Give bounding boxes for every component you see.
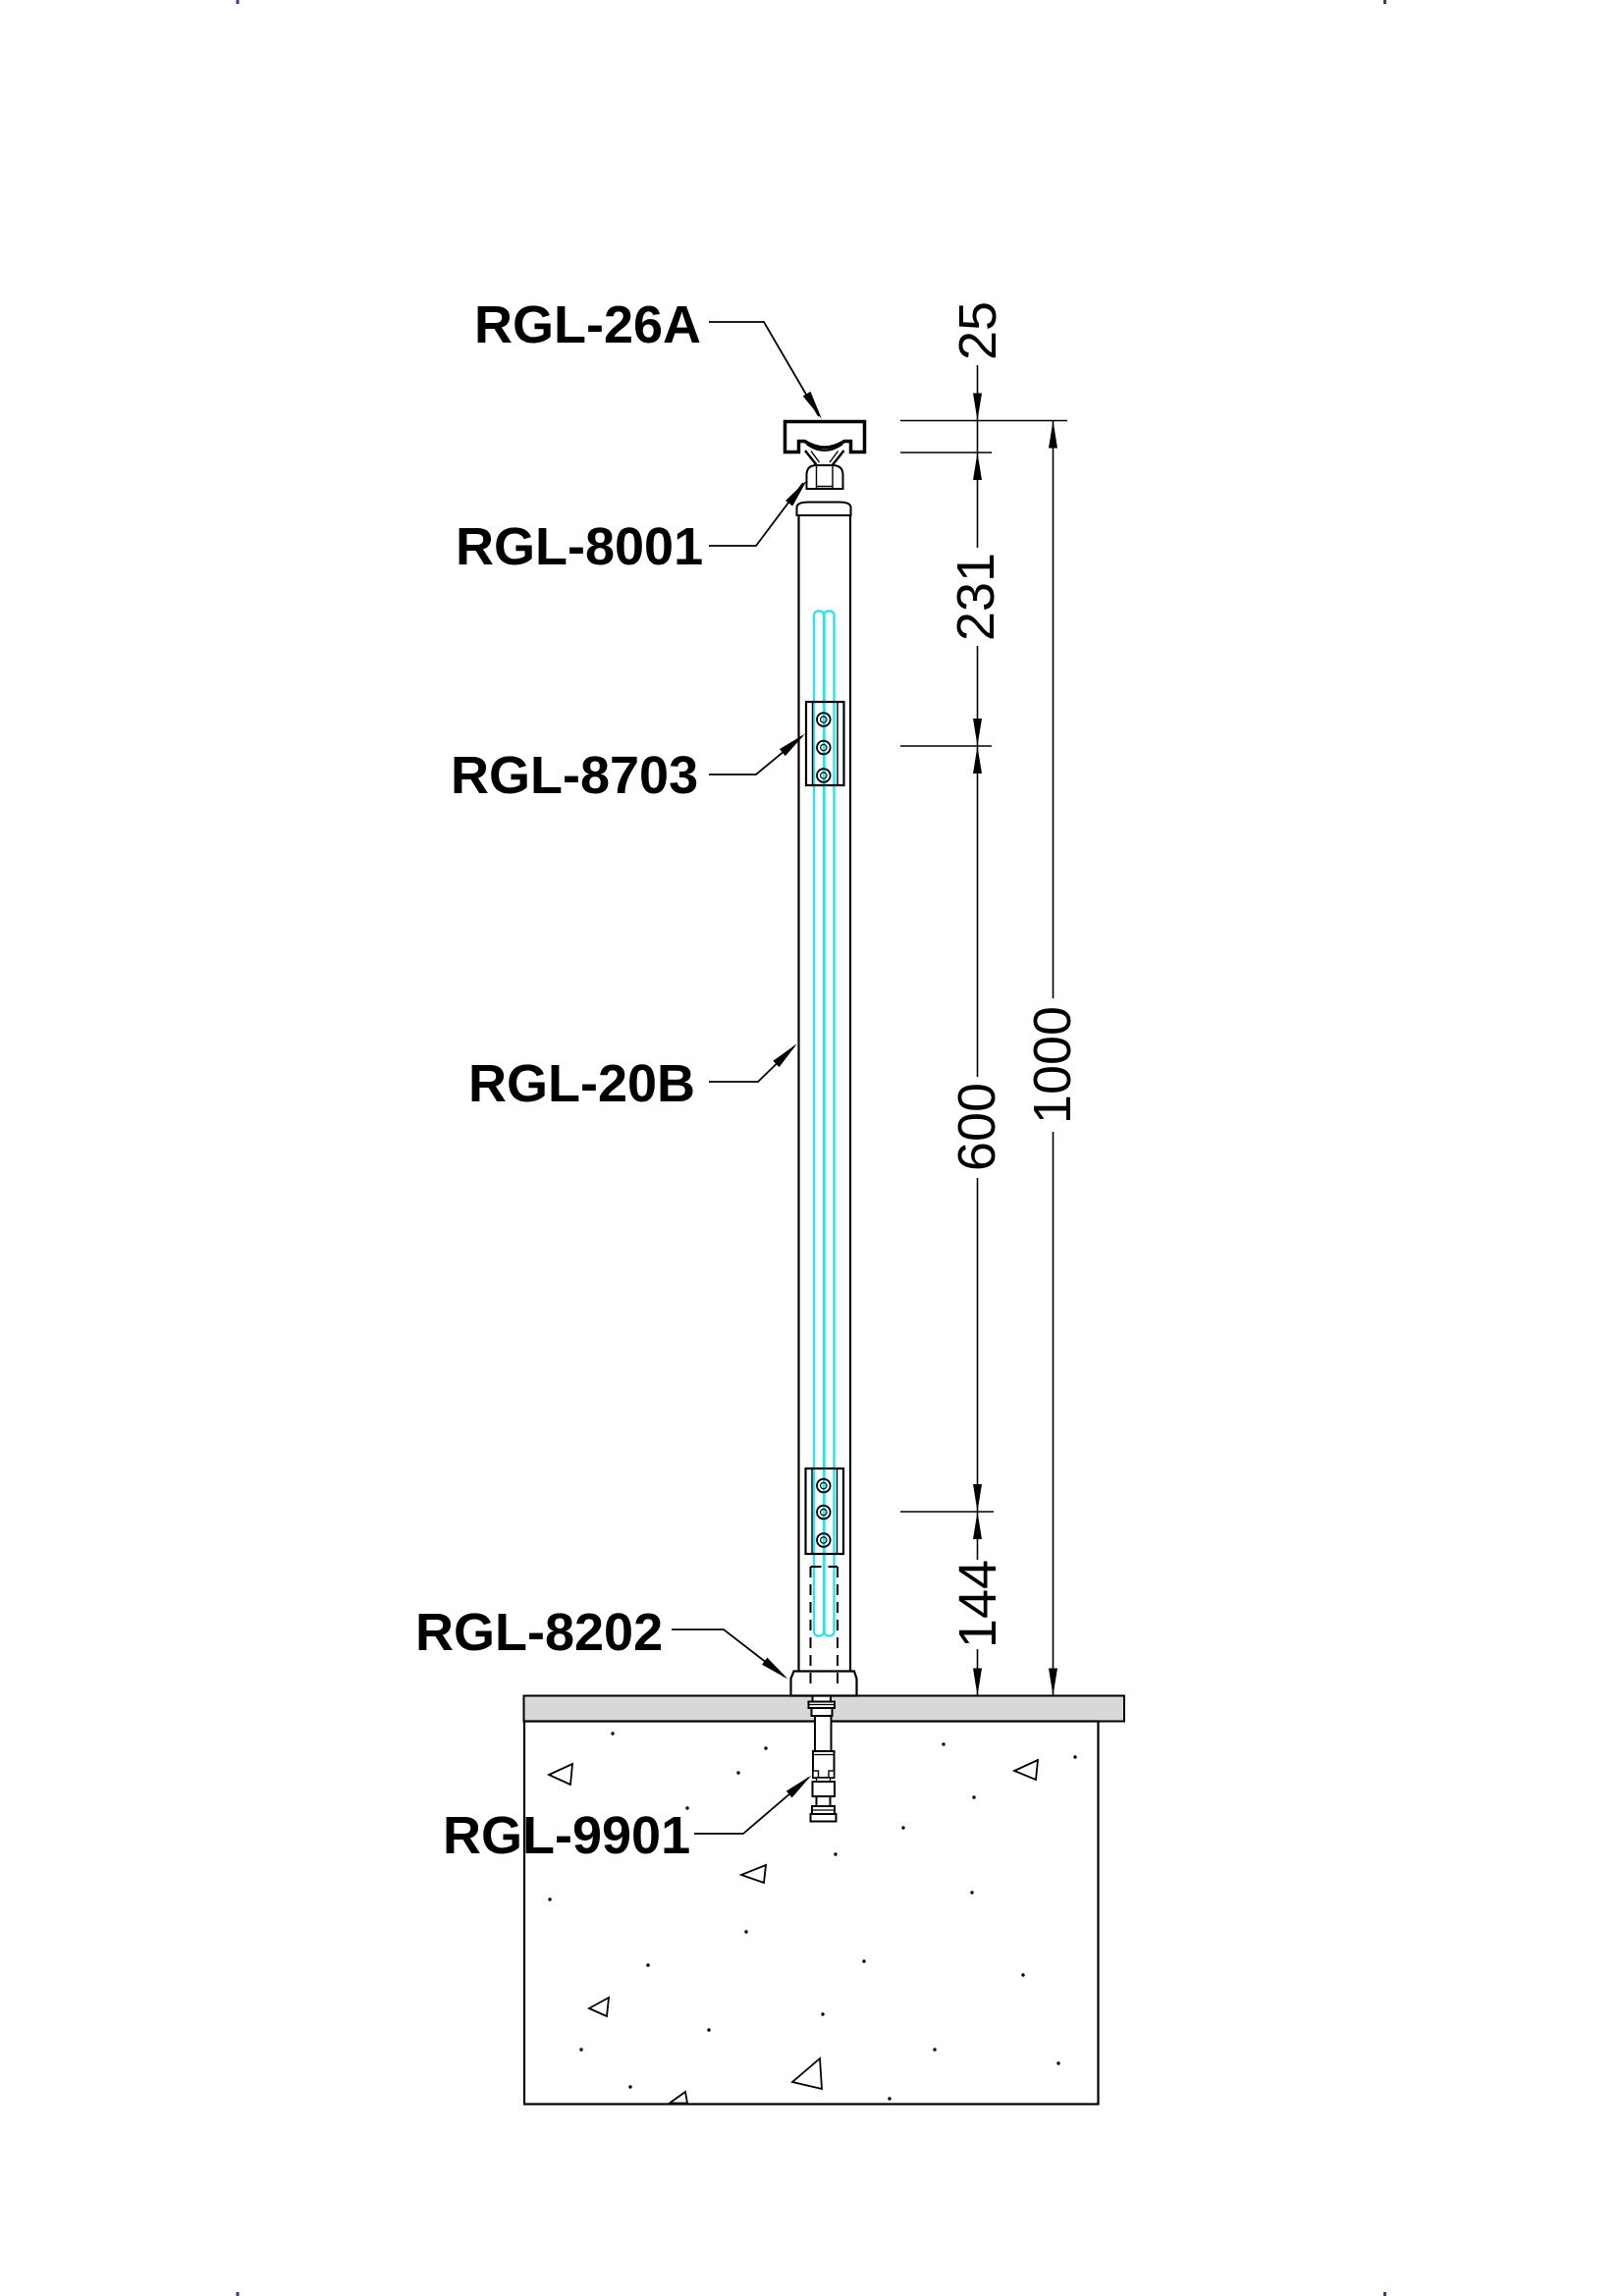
glass-clamp-upper (804, 700, 845, 787)
glass-panel (812, 610, 836, 1637)
label-glass-panel: RGL-20B (468, 1054, 696, 1113)
glass-clamp-lower (804, 1467, 845, 1556)
leader-clamp (709, 735, 803, 775)
clamp-screws-upper (816, 712, 832, 783)
label-saddle-adapter: RGL-8001 (456, 517, 704, 576)
leader-adapter (709, 482, 804, 547)
hidden-insert-dashed (809, 1566, 839, 1690)
label-base-cover: RGL-8202 (415, 1603, 664, 1662)
dim-clamp-spacing: 600 (947, 1082, 1006, 1172)
registration-marks (236, 0, 1386, 2296)
dim-saddle-height: 25 (948, 300, 1007, 361)
leader-base-cover (672, 1629, 785, 1678)
concrete-block (522, 1720, 1100, 2106)
base-cover (789, 1670, 858, 1697)
dimension-arrowheads (973, 393, 1057, 1696)
anchor-bolt (807, 1686, 838, 1823)
concrete-aggregate-triangles (546, 1758, 1040, 2105)
dim-bottom-clamp-to-floor: 144 (948, 1559, 1007, 1649)
extension-lines (900, 419, 1067, 1513)
leader-arrowheads (762, 391, 822, 1798)
concrete-aggregate-dots (548, 1732, 1077, 2101)
label-glass-clamp: RGL-8703 (451, 746, 699, 805)
handrail-saddle (783, 419, 867, 454)
leader-saddle (709, 321, 820, 417)
leader-anchor (694, 1777, 810, 1835)
label-anchor-bolt: RGL-9901 (443, 1806, 691, 1865)
clamp-screws-lower (816, 1477, 832, 1548)
saddle-adapter (795, 450, 852, 516)
dim-saddle-to-top-clamp: 231 (947, 552, 1005, 642)
dim-overall-height: 1000 (1023, 1005, 1082, 1125)
label-handrail-saddle: RGL-26A (474, 295, 702, 354)
post-tube (797, 515, 852, 1672)
